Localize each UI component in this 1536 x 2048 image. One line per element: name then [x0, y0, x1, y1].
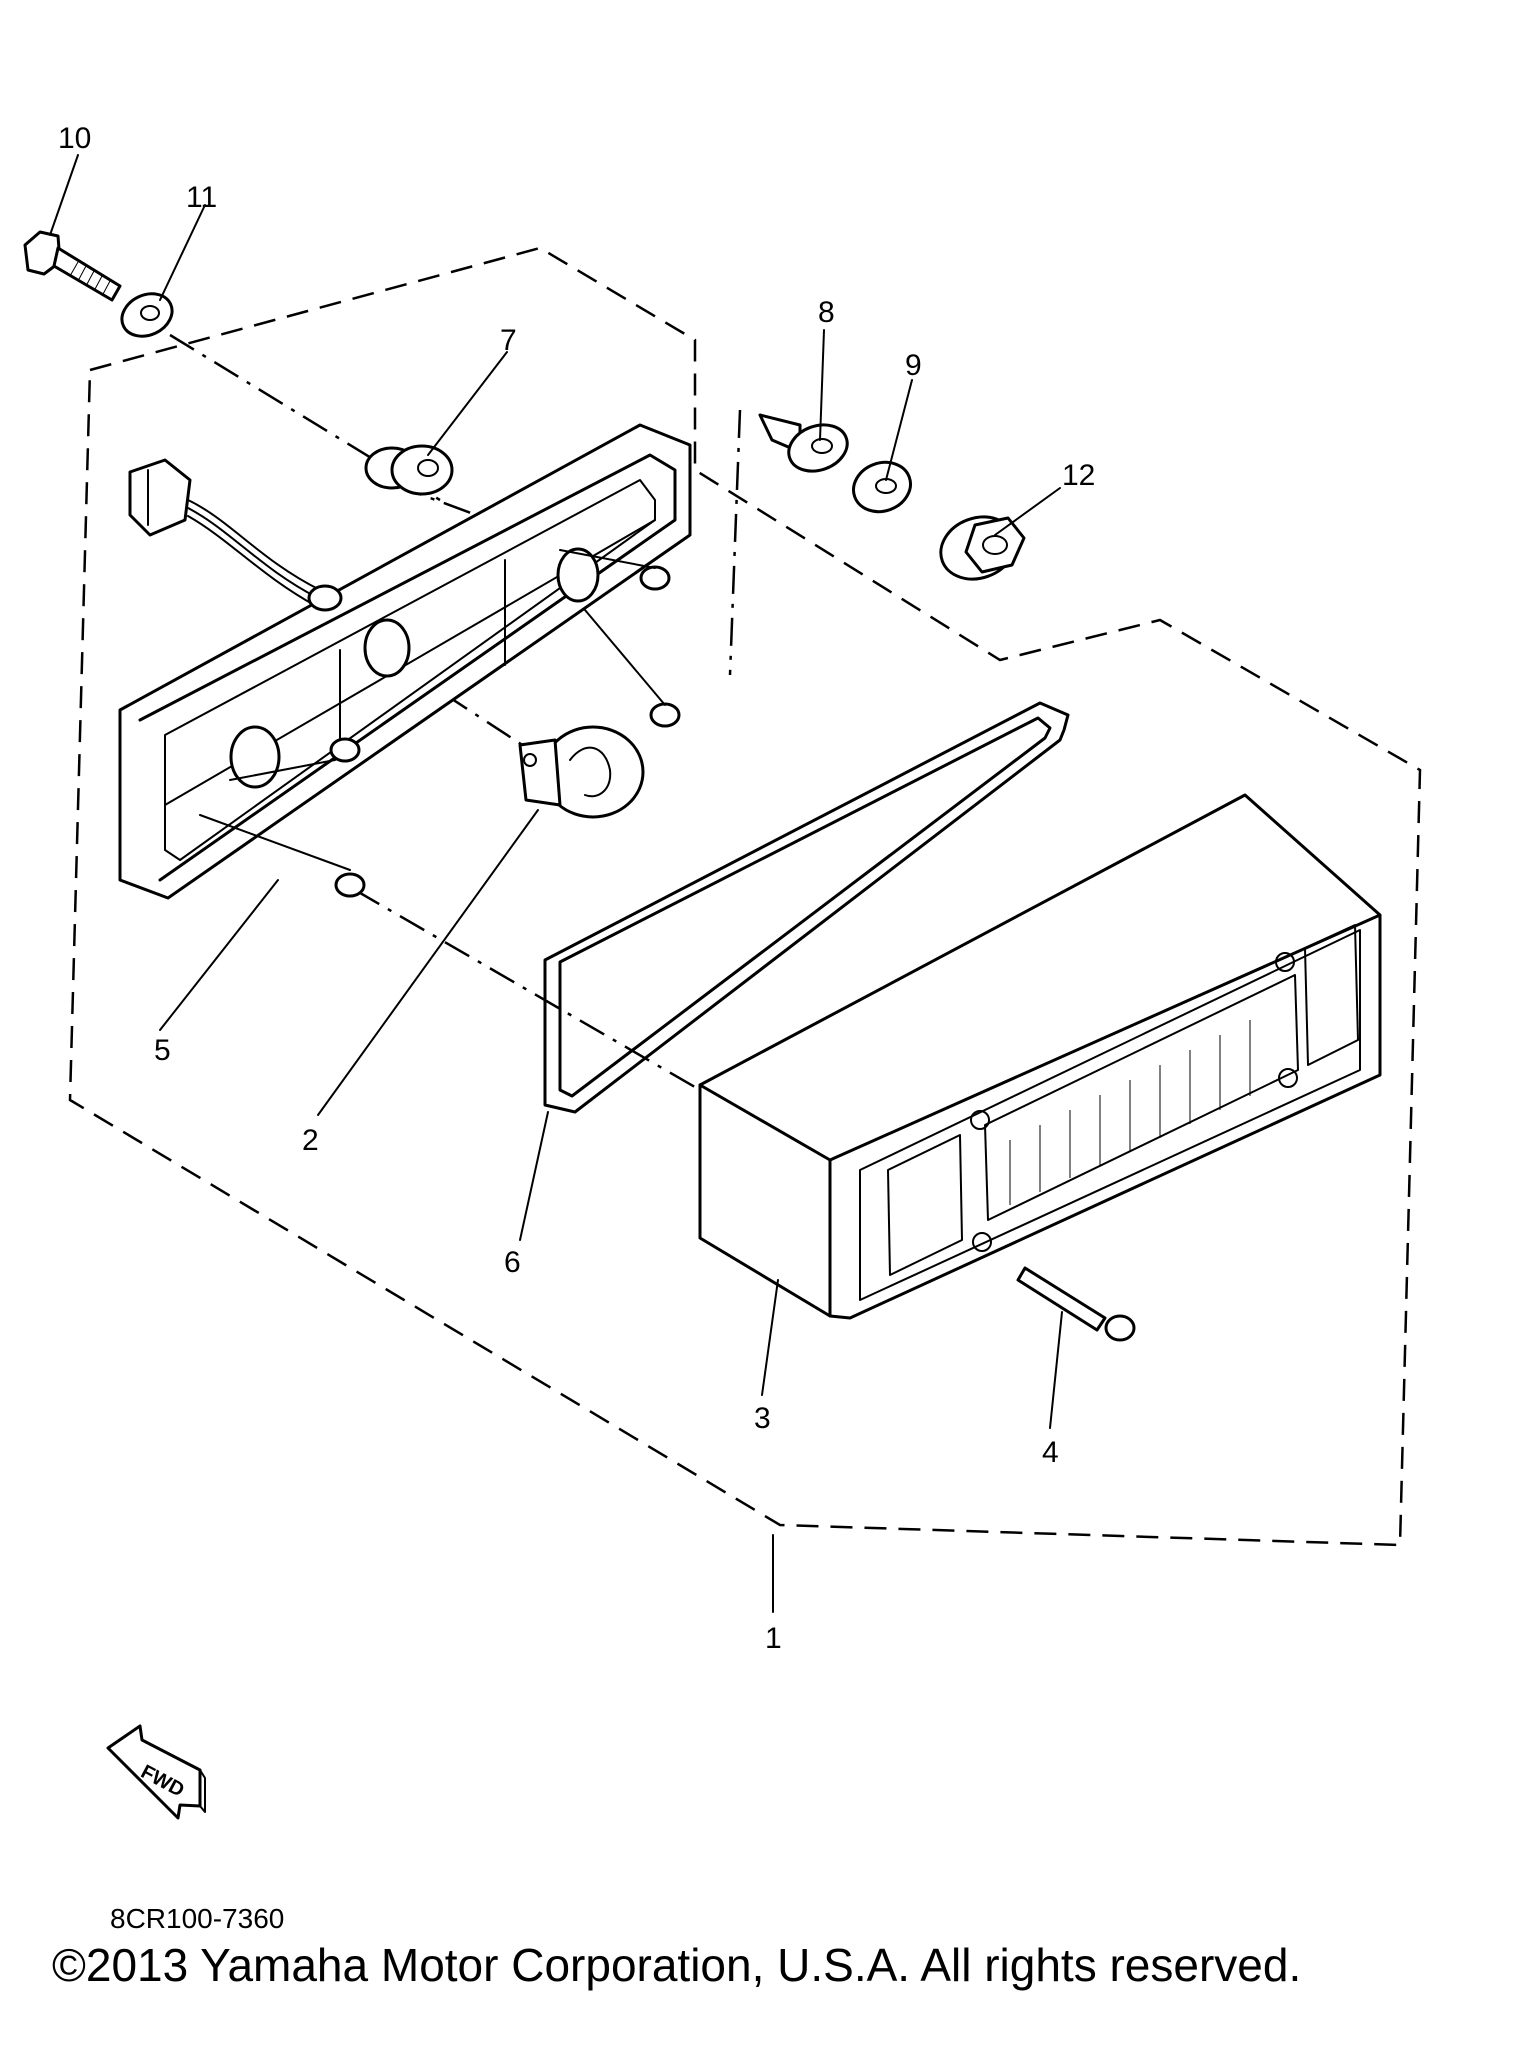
part-number-labels: 10 11 7 8 9 12 5 2 6 3 4 1	[58, 122, 1095, 1655]
lens	[698, 793, 1382, 1320]
part-label-10: 10	[58, 122, 91, 155]
tail-light-base	[118, 423, 692, 900]
forward-direction-arrow: FWD	[106, 1724, 206, 1820]
copyright-notice: ©2013 Yamaha Motor Corporation, U.S.A. A…	[52, 1939, 1302, 1991]
assembly-boundary	[68, 246, 1422, 1547]
part-label-12: 12	[1062, 459, 1095, 492]
part-label-8: 8	[818, 296, 835, 329]
flange-bolt	[23, 230, 122, 302]
part-label-11: 11	[186, 181, 217, 214]
part-label-3: 3	[754, 1402, 771, 1435]
gasket	[543, 701, 1070, 1114]
washer-large	[120, 292, 174, 338]
part-label-7: 7	[500, 324, 517, 357]
bulb	[518, 725, 645, 819]
part-label-6: 6	[504, 1246, 521, 1279]
flange-nut	[939, 515, 1026, 581]
grommet	[364, 444, 454, 496]
part-label-2: 2	[302, 1124, 319, 1157]
wiring-harness	[128, 458, 343, 612]
lens-screw	[1016, 1266, 1136, 1342]
reference-code: 8CR100-7360	[110, 1903, 285, 1934]
collar	[758, 413, 849, 473]
part-label-9: 9	[905, 349, 922, 382]
part-label-4: 4	[1042, 1436, 1059, 1469]
part-label-1: 1	[765, 1622, 782, 1655]
callout-leaders	[49, 154, 1063, 1613]
part-label-5: 5	[154, 1034, 171, 1067]
washer-small	[852, 460, 912, 514]
